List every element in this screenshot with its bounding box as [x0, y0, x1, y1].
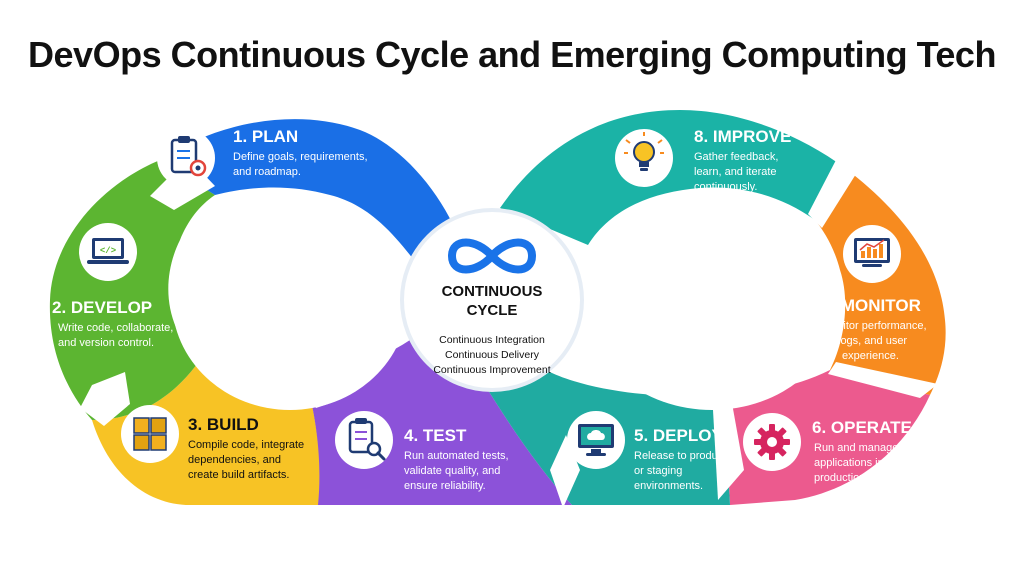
stage-title: 8. IMPROVE — [694, 127, 791, 146]
infinity-icon — [447, 238, 537, 274]
icon-build — [121, 405, 179, 463]
stage-label-build: 3. BUILD Compile code, integrate depende… — [188, 415, 304, 481]
center-line-improvement: Continuous Improvement — [433, 364, 550, 376]
icon-test — [335, 411, 393, 469]
stage-desc-line: Write code, collaborate, — [58, 322, 173, 334]
stage-title: 7. MONITOR — [822, 296, 921, 315]
stage-desc-line: learn, and iterate — [694, 166, 777, 178]
stage-title: 4. TEST — [404, 426, 467, 445]
stage-label-develop: 2. DEVELOP Write code, collaborate, and … — [52, 298, 173, 349]
segment-operate — [712, 370, 930, 505]
center-line-delivery: Continuous Delivery — [445, 349, 540, 361]
puzzle-icon — [133, 417, 150, 434]
stage-desc-line: Run and manage — [814, 442, 898, 454]
stage-label-operate: 6. OPERATE Run and manage applications i… — [812, 418, 912, 484]
segment-develop — [49, 160, 216, 420]
page-title: DevOps Continuous Cycle and Emerging Com… — [28, 34, 996, 75]
stage-desc-line: Monitor performance, — [822, 320, 927, 332]
stage-desc-line: continuously. — [694, 181, 757, 193]
center-title-line-2: CYCLE — [467, 302, 518, 319]
stage-desc-line: Gather feedback, — [694, 151, 778, 163]
stage-desc-line: or staging — [634, 465, 682, 477]
stage-title: 6. OPERATE — [812, 418, 912, 437]
right-loop-hole — [584, 190, 840, 410]
icon-deploy — [567, 411, 625, 469]
stage-desc-line: dependencies, and — [188, 454, 281, 466]
stage-desc-line: Run automated tests, — [404, 450, 509, 462]
stage-label-improve: 8. IMPROVE Gather feedback, learn, and i… — [694, 127, 791, 193]
center-title-line-1: CONTINUOUS — [442, 283, 543, 300]
segment-plan — [160, 119, 460, 268]
stage-desc-line: Define goals, requirements, — [233, 151, 368, 163]
stage-label-plan: 1. PLAN Define goals, requirements, and … — [233, 127, 368, 178]
stage-label-monitor: 7. MONITOR Monitor performance, logs, an… — [822, 296, 927, 362]
svg-text:</>: </> — [100, 246, 116, 256]
icon-monitor — [843, 225, 901, 283]
stage-desc-line: ensure reliability. — [404, 480, 486, 492]
stage-title: 5. DEPLOY — [634, 426, 723, 445]
arrow-notch — [712, 392, 744, 500]
stage-desc-line: applications in — [814, 457, 884, 469]
stage-title: 3. BUILD — [188, 415, 259, 434]
stage-label-test: 4. TEST Run automated tests, validate qu… — [404, 426, 509, 492]
stage-desc-line: create build artifacts. — [188, 469, 290, 481]
icon-plan — [157, 129, 215, 187]
arrow-notch — [80, 372, 130, 426]
arrow-notch — [808, 160, 856, 228]
stage-desc-line: Release to production — [634, 450, 741, 462]
segment-improve — [500, 110, 845, 245]
stage-desc-line: validate quality, and — [404, 465, 500, 477]
left-loop-hole — [172, 190, 408, 410]
center-line-integration: Continuous Integration — [439, 334, 545, 346]
stage-desc-line: experience. — [842, 350, 899, 362]
stage-label-deploy: 5. DEPLOY Release to production or stagi… — [634, 426, 741, 492]
stage-title: 1. PLAN — [233, 127, 298, 146]
stage-desc-line: and roadmap. — [233, 166, 301, 178]
icon-improve — [615, 129, 673, 187]
stage-title: 2. DEVELOP — [52, 298, 152, 317]
arrow-notch — [828, 362, 938, 398]
stage-desc-line: Compile code, integrate — [188, 439, 304, 451]
icon-develop: </> — [79, 223, 137, 281]
stage-desc-line: logs, and user — [838, 335, 907, 347]
lightbulb-icon — [624, 132, 664, 171]
stage-desc-line: production. — [814, 472, 868, 484]
center-badge: CONTINUOUS CYCLE Continuous Integration … — [400, 208, 584, 392]
icon-operate — [743, 413, 801, 471]
stage-desc-line: environments. — [634, 480, 703, 492]
stage-desc-line: and version control. — [58, 337, 154, 349]
